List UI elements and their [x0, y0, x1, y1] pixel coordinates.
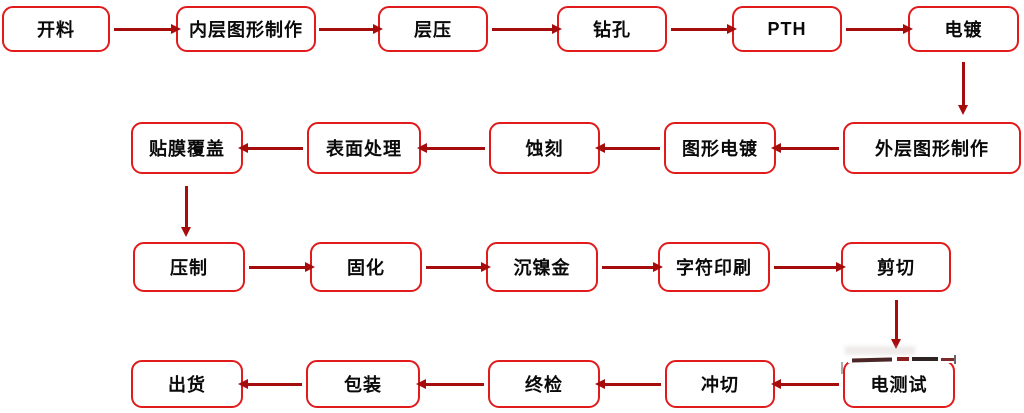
node-film-lamination: 贴膜覆盖: [131, 122, 243, 174]
node-outer-layer-imaging: 外层图形制作: [843, 122, 1021, 174]
node-pressing: 压制: [133, 242, 245, 292]
node-packaging: 包装: [306, 360, 420, 408]
node-label: 固化: [347, 258, 385, 278]
node-label: 沉镍金: [513, 258, 571, 278]
node-label: 电镀: [944, 20, 983, 40]
arrow-right-icon: [846, 28, 904, 31]
arrow-right-icon: [426, 266, 482, 269]
node-label: 出货: [168, 375, 206, 395]
arrow-left-icon: [247, 383, 302, 386]
arrow-right-icon: [602, 266, 654, 269]
node-label: 开料: [37, 20, 75, 40]
arrow-right-icon: [114, 28, 172, 31]
node-cutting: 开料: [2, 6, 110, 52]
node-label: 图形电镀: [682, 139, 758, 159]
node-label: PTH: [767, 18, 807, 39]
node-drilling: 钻孔: [557, 6, 667, 52]
node-surface-treatment: 表面处理: [307, 122, 421, 174]
node-shearing: 剪切: [841, 242, 951, 292]
node-immersion-nickel-gold: 沉镍金: [486, 242, 598, 292]
node-pth: PTH: [732, 6, 842, 52]
arrow-right-icon: [492, 28, 553, 31]
arrow-down-icon: [185, 186, 188, 228]
node-final-inspection: 终检: [488, 360, 600, 408]
node-lamination: 层压: [378, 6, 488, 52]
smudge-mark: [897, 357, 909, 361]
node-punching: 冲切: [665, 360, 775, 408]
node-curing: 固化: [310, 242, 422, 292]
node-label: 冲切: [701, 375, 739, 395]
node-electrical-test: 电测试: [843, 360, 955, 408]
smudge-mark: [941, 358, 955, 361]
arrow-down-icon: [895, 300, 898, 340]
node-shipment: 出货: [131, 360, 243, 408]
arrow-right-icon: [249, 266, 306, 269]
node-legend-printing: 字符印刷: [658, 242, 770, 292]
node-plating: 电镀: [908, 6, 1019, 52]
node-label: 字符印刷: [676, 258, 752, 278]
arrow-left-icon: [247, 147, 303, 150]
arrow-down-icon: [962, 62, 965, 106]
node-label: 剪切: [877, 258, 915, 278]
node-label: 钻孔: [593, 20, 631, 40]
node-label: 包装: [344, 375, 382, 395]
smudge-mark: [841, 362, 843, 374]
arrow-left-icon: [604, 147, 660, 150]
arrow-right-icon: [671, 28, 728, 31]
node-inner-layer-imaging: 内层图形制作: [176, 6, 316, 52]
arrow-left-icon: [780, 383, 839, 386]
smudge-mark: [912, 357, 938, 361]
node-label: 蚀刻: [525, 139, 564, 159]
arrow-left-icon: [780, 147, 839, 150]
node-label: 表面处理: [326, 139, 402, 159]
node-label: 电测试: [870, 375, 928, 395]
smudge-mark: [954, 355, 956, 364]
arrow-left-icon: [604, 383, 661, 386]
node-label: 压制: [170, 258, 208, 278]
node-pattern-plating: 图形电镀: [664, 122, 776, 174]
node-etching: 蚀刻: [489, 122, 600, 174]
arrow-left-icon: [426, 147, 485, 150]
node-label: 贴膜覆盖: [149, 139, 225, 159]
smudge-mark: [845, 346, 915, 355]
arrow-left-icon: [425, 383, 484, 386]
arrow-right-icon: [774, 266, 837, 269]
node-label: 内层图形制作: [189, 20, 303, 40]
node-label: 终检: [525, 375, 563, 395]
node-label: 层压: [414, 20, 452, 40]
arrow-right-icon: [319, 28, 374, 31]
node-label: 外层图形制作: [875, 139, 989, 159]
